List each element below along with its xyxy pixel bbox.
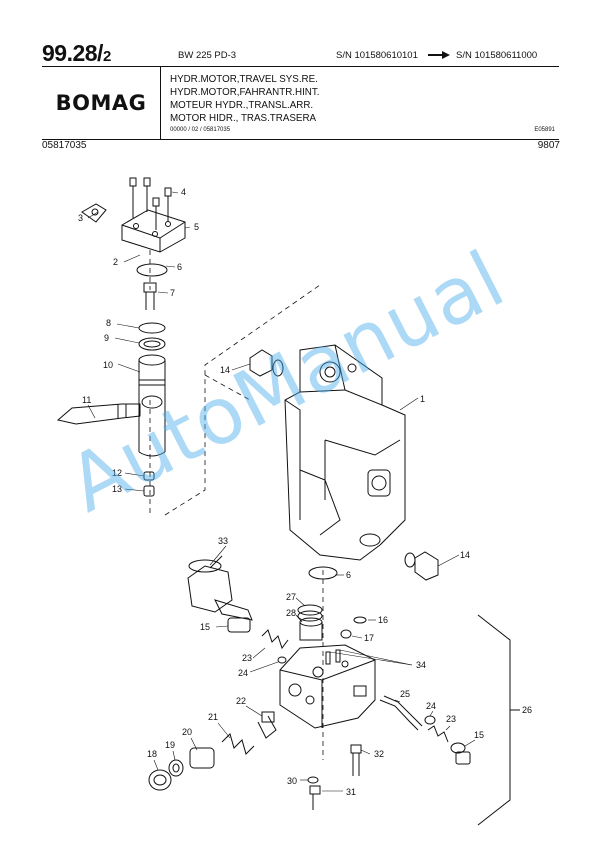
callout-6-lower: 6 (346, 570, 351, 580)
title-fr: MOTEUR HYDR.,TRANSL.ARR. (170, 100, 314, 111)
meta-right: E05891 (534, 127, 555, 133)
callout-8: 8 (106, 318, 111, 328)
callout-2: 2 (113, 257, 118, 267)
serial-to: S/N 101580611000 (456, 50, 538, 61)
date-code: 9807 (537, 140, 560, 151)
callout-17: 17 (364, 633, 374, 643)
callout-24: 24 (238, 668, 248, 678)
callout-20: 20 (182, 727, 192, 737)
callout-30: 30 (287, 776, 297, 786)
callout-1: 1 (420, 394, 425, 404)
serial-from: S/N 101580610101 (336, 50, 418, 61)
callout-5: 5 (194, 222, 199, 232)
callout-14-lower: 14 (460, 550, 470, 560)
callout-12: 12 (112, 468, 122, 478)
callout-15-right: 15 (474, 730, 484, 740)
arrow-right-icon (428, 51, 450, 59)
page-number: 99.28/2 (42, 40, 111, 67)
callout-7: 7 (170, 288, 175, 298)
callout-15-upper: 15 (200, 622, 210, 632)
brand-logo: BOMAG (55, 91, 147, 115)
callout-9: 9 (104, 333, 109, 343)
callout-6: 6 (177, 262, 182, 272)
callout-32: 32 (374, 749, 384, 759)
callout-10: 10 (103, 360, 113, 370)
callout-27: 27 (286, 592, 296, 602)
title-de: HYDR.MOTOR,FAHRANTR.HINT. (170, 87, 320, 98)
title-block: HYDR.MOTOR,TRAVEL SYS.RE. HYDR.MOTOR,FAH… (170, 73, 320, 125)
callout-33: 33 (218, 536, 228, 546)
callout-3: 3 (78, 213, 83, 223)
callout-22: 22 (236, 696, 246, 706)
callout-28: 28 (286, 608, 296, 618)
part-number: 05817035 (42, 140, 87, 151)
meta-left: 00000 / 02 / 05817035 (170, 127, 231, 133)
page-number-main: 99.28/ (42, 40, 103, 66)
callout-23: 23 (242, 653, 252, 663)
callout-23-right: 23 (446, 714, 456, 724)
brand-cell: BOMAG (42, 67, 161, 139)
callout-25: 25 (400, 689, 410, 699)
header-box: BOMAG HYDR.MOTOR,TRAVEL SYS.RE. HYDR.MOT… (42, 66, 559, 140)
title-es: MOTOR HIDR., TRAS.TRASERA (170, 113, 317, 124)
callout-14-upper: 14 (220, 365, 230, 375)
title-en: HYDR.MOTOR,TRAVEL SYS.RE. (170, 74, 318, 85)
callout-4: 4 (181, 187, 186, 197)
callout-31: 31 (346, 787, 356, 797)
callout-18: 18 (147, 749, 157, 759)
callout-11: 11 (82, 395, 91, 405)
callout-19: 19 (165, 740, 175, 750)
callout-13: 13 (112, 484, 122, 494)
callout-16: 16 (378, 615, 388, 625)
model-label: BW 225 PD-3 (178, 50, 237, 61)
page-number-sub: 2 (102, 48, 111, 65)
callout-24-right: 24 (426, 701, 436, 711)
callout-21: 21 (208, 712, 218, 722)
callout-34: 34 (416, 660, 426, 670)
callout-26: 26 (522, 705, 532, 715)
